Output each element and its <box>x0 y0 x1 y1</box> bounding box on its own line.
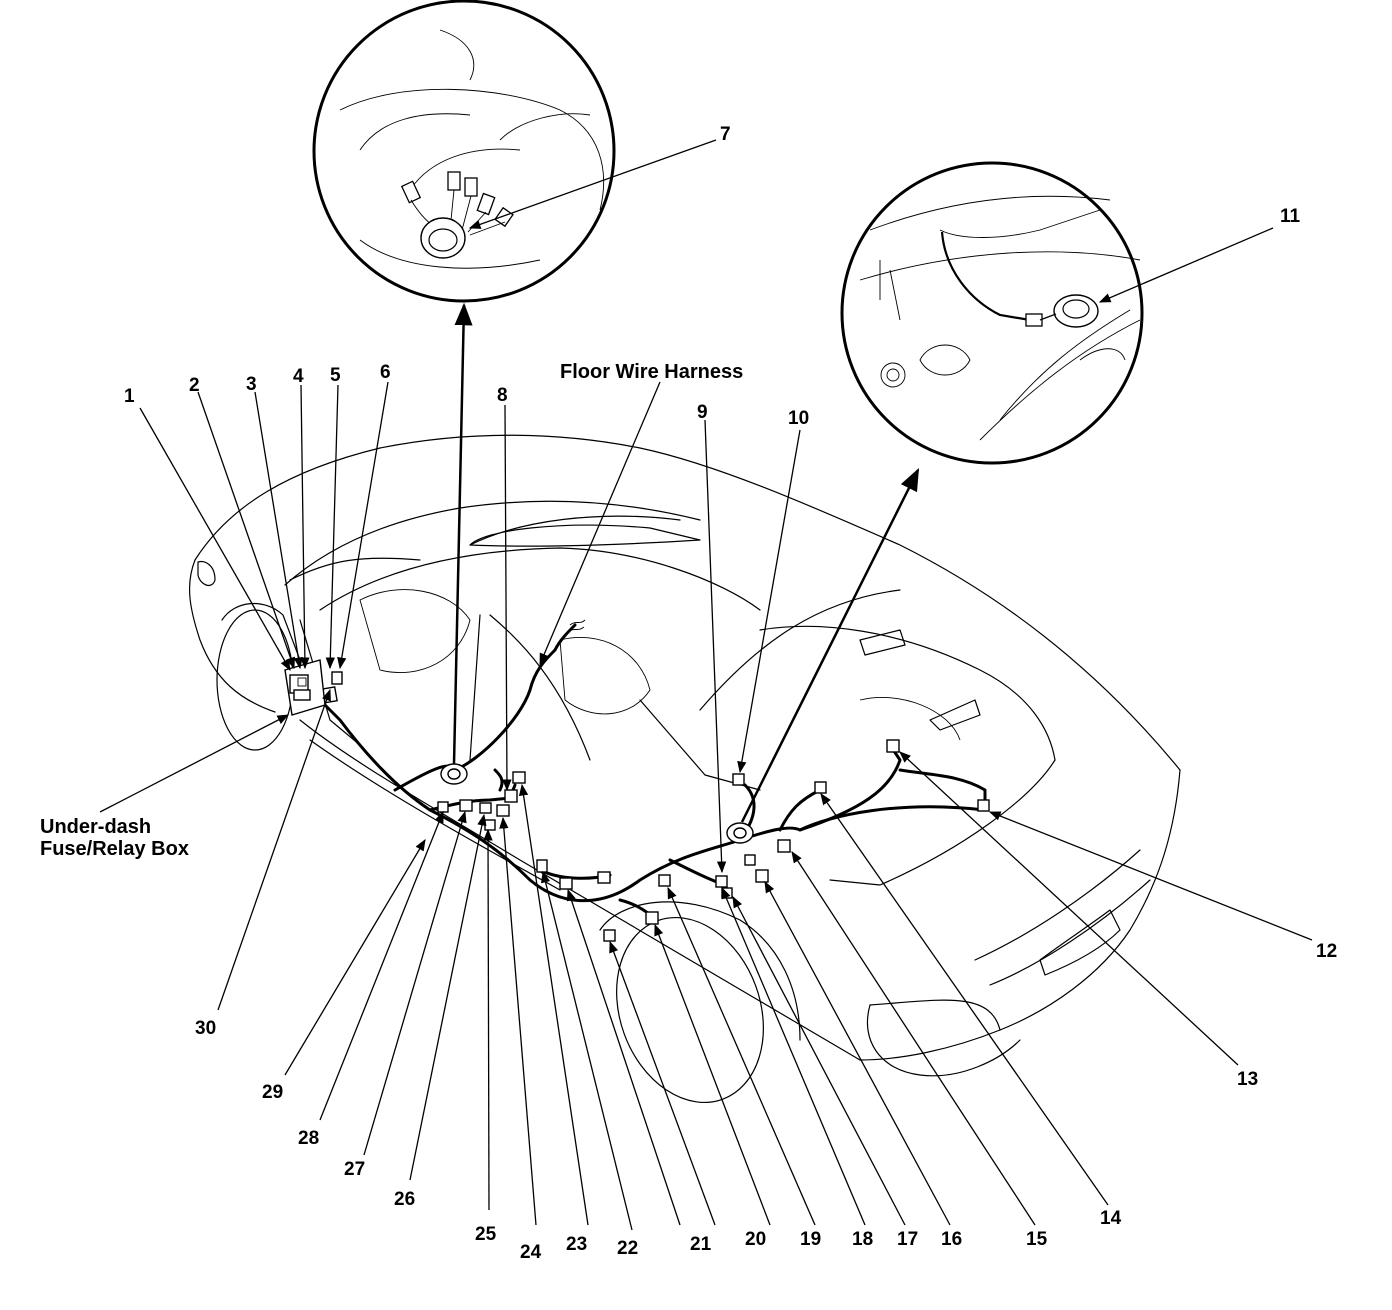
callout-24: 24 <box>520 1242 542 1263</box>
callout-3: 3 <box>246 374 257 395</box>
callout-29: 29 <box>262 1082 283 1103</box>
callout-4: 4 <box>293 366 304 387</box>
callout-2: 2 <box>189 375 200 396</box>
callout-27: 27 <box>344 1159 365 1180</box>
callout-28: 28 <box>298 1128 319 1149</box>
fuse-box-label-line2: Fuse/Relay Box <box>40 838 189 860</box>
callout-26: 26 <box>394 1189 415 1210</box>
floor-harness-label: Floor Wire Harness <box>560 361 743 383</box>
callout-12: 12 <box>1316 941 1337 962</box>
callout-30: 30 <box>195 1018 216 1039</box>
car-body <box>188 434 1181 1104</box>
callout-19: 19 <box>800 1229 821 1250</box>
callout-14: 14 <box>1100 1208 1122 1229</box>
callout-16: 16 <box>941 1229 962 1250</box>
callout-7: 7 <box>720 124 731 145</box>
callout-6: 6 <box>380 362 391 383</box>
callout-21: 21 <box>690 1234 712 1255</box>
detail-circle-11 <box>840 161 1274 465</box>
callout-25: 25 <box>475 1224 497 1245</box>
detail-circle-7 <box>312 0 717 303</box>
callout-18: 18 <box>852 1229 873 1250</box>
callout-5: 5 <box>330 365 341 386</box>
callout-numbers: 1 2 3 4 5 6 7 8 9 10 11 12 13 14 15 16 1… <box>124 124 1337 1263</box>
detail-arrow-7 <box>452 302 473 765</box>
callout-8: 8 <box>497 385 508 406</box>
detail-arrow-11 <box>740 467 920 823</box>
callout-10: 10 <box>788 408 809 429</box>
callout-11: 11 <box>1280 206 1301 227</box>
fuse-box-label-line1: Under-dash <box>40 816 151 838</box>
callout-15: 15 <box>1026 1229 1048 1250</box>
callout-23: 23 <box>566 1234 587 1255</box>
callout-13: 13 <box>1237 1069 1258 1090</box>
callout-9: 9 <box>697 402 708 423</box>
floor-wire-harness <box>284 619 990 942</box>
callout-17: 17 <box>897 1229 918 1250</box>
callout-1: 1 <box>124 386 135 407</box>
callout-20: 20 <box>745 1229 766 1250</box>
leader-lines <box>99 381 1313 1231</box>
callout-22: 22 <box>617 1238 638 1259</box>
